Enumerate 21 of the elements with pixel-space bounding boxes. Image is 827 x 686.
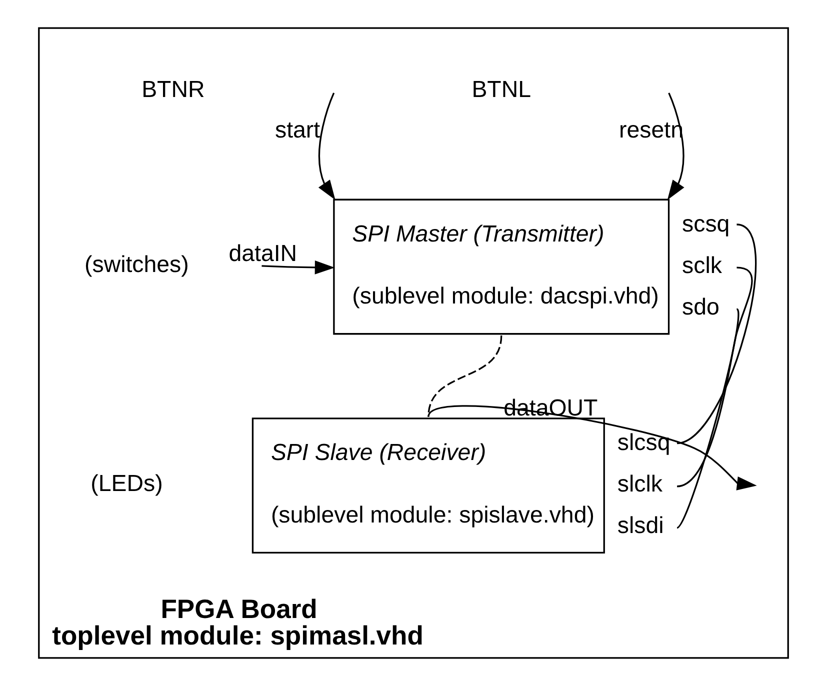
arrow: [428, 405, 757, 490]
label: BTNL: [472, 76, 531, 102]
node-label: sclk: [682, 252, 722, 278]
node-label: slcsq: [617, 429, 670, 456]
arrow: [667, 92, 684, 200]
node-label: slsdi: [617, 512, 664, 538]
connector: [676, 266, 753, 488]
label: (LEDs): [90, 470, 163, 496]
node-box: SPI Master (Transmitter) (sublevel module: dacspi.vhd): [333, 198, 670, 335]
node-label: sdo: [682, 293, 720, 320]
node-box: SPI Slave (Receiver) (sublevel module: spislave.vhd): [252, 418, 605, 554]
node-label: scsq: [682, 210, 730, 236]
connector: [676, 224, 757, 444]
arrow: [262, 260, 335, 274]
node-label: slclk: [617, 470, 662, 497]
arrow: [318, 92, 336, 200]
edge-label: dataIN: [228, 240, 298, 266]
edge-label: start: [275, 116, 320, 142]
label: (switches): [84, 251, 189, 278]
label: BTNR: [142, 76, 205, 102]
connector: [676, 308, 740, 528]
